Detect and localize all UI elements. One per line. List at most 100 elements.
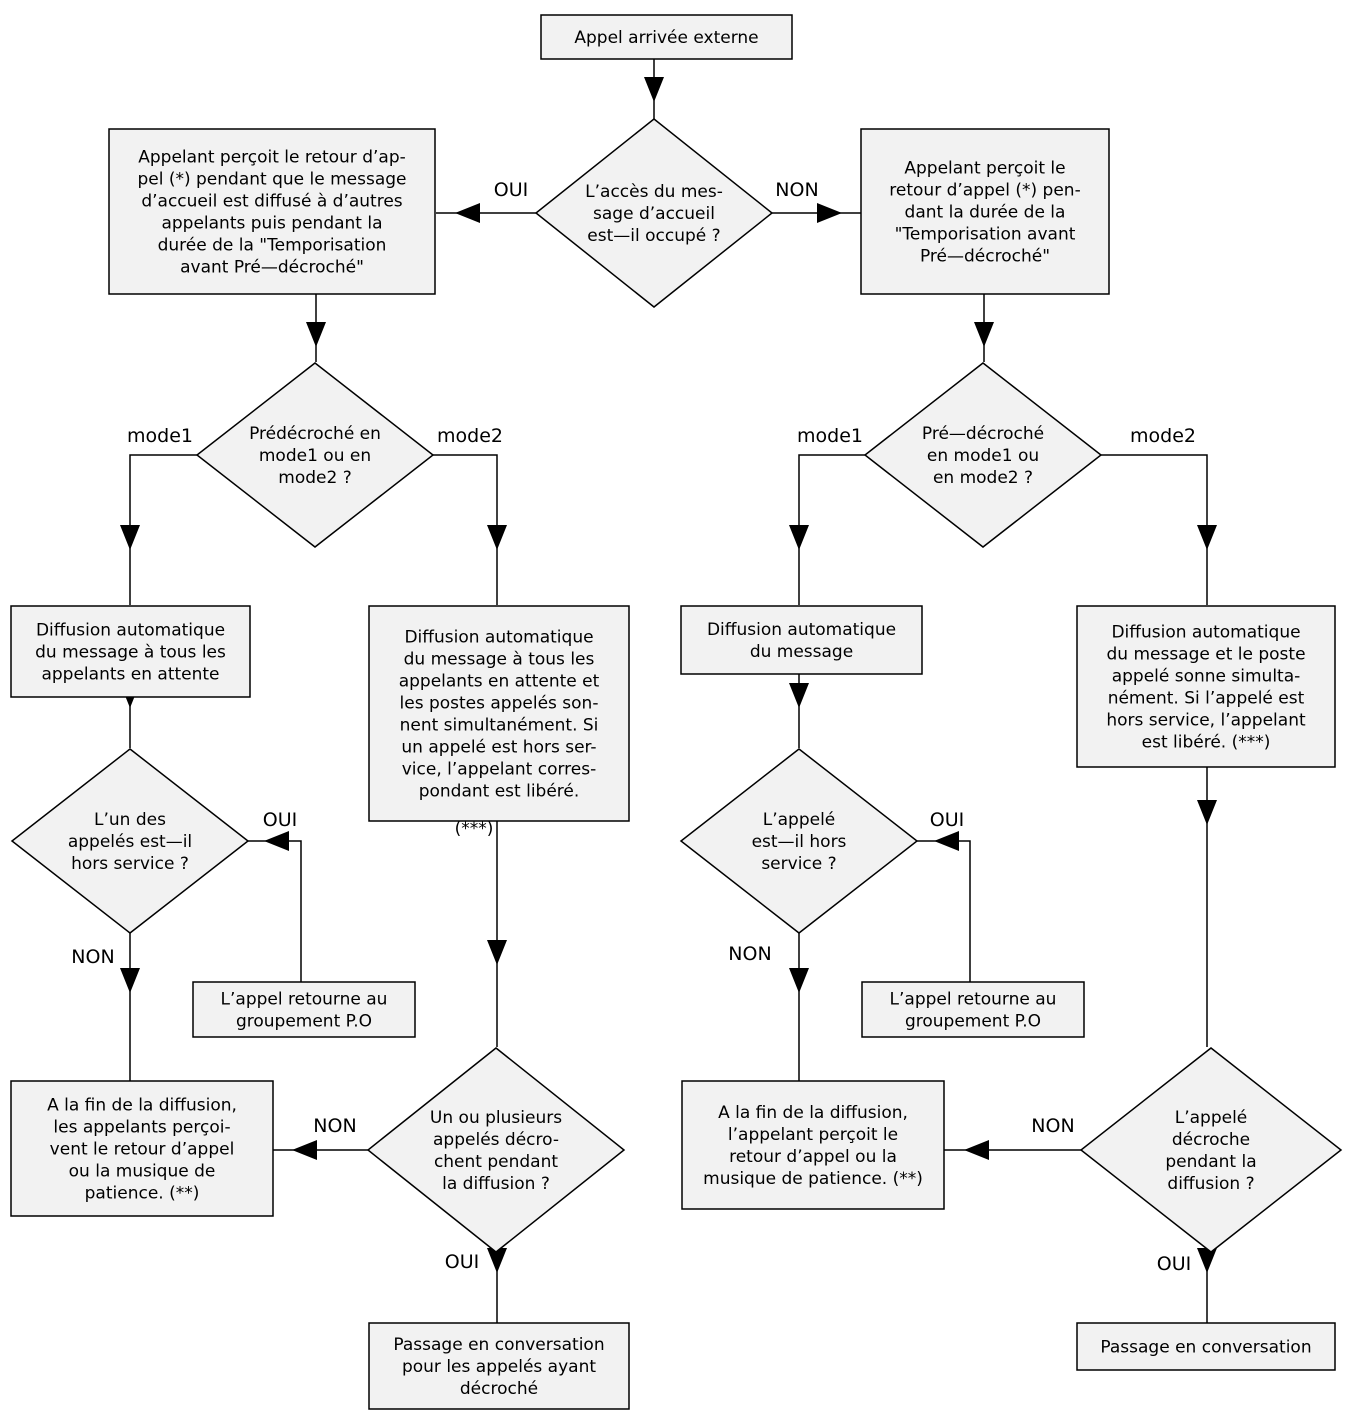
node-text-line: Diffusion automatique xyxy=(36,621,225,641)
node-text-line: vent le retour d’appel xyxy=(50,1140,235,1160)
edge-label-l-hs-no: NON xyxy=(71,946,114,968)
decision-diamond-r_mode xyxy=(863,362,1103,548)
process-box-shape xyxy=(10,1080,274,1217)
node-text-line: appelants en attente et xyxy=(399,672,600,692)
node-text-line: mode2 ? xyxy=(278,468,351,488)
node-text-line: service ? xyxy=(761,854,836,874)
node-text-line: les postes appelés son- xyxy=(400,694,599,714)
node-text-line: Pré—décroché" xyxy=(920,247,1050,267)
connector-line xyxy=(798,454,865,605)
arrow-head xyxy=(789,968,809,993)
process-box-shape xyxy=(540,14,793,60)
decision-diamond-r_pick xyxy=(1079,1047,1343,1253)
node-text-line: un appelé est hors ser- xyxy=(401,738,596,758)
edge-label-l-mode2: mode2 xyxy=(437,425,503,447)
decision-diamond-l_mode xyxy=(195,362,435,548)
node-text-line: Prédécroché en xyxy=(249,424,381,444)
node-text-line: A la fin de la diffusion, xyxy=(718,1103,908,1123)
node-text-line: pour les appelés ayant xyxy=(402,1357,596,1377)
node-text-line: "Temporisation avant xyxy=(895,225,1076,245)
node-text-line: Appelant perçoit le xyxy=(904,159,1065,179)
arrow-head xyxy=(644,77,664,102)
process-box-shape xyxy=(681,1080,945,1210)
node-text-line: en mode2 ? xyxy=(933,468,1033,488)
node-text-line: décroché xyxy=(460,1379,538,1399)
node-text-line: du message à tous les xyxy=(404,650,595,670)
process-box-r_conv xyxy=(1076,1322,1336,1371)
node-text-line: retour d’appel (*) pen- xyxy=(889,181,1080,201)
node-text-line: les appelants perçoi- xyxy=(53,1118,230,1138)
node-text-line: Appelant perçoit le retour d’ap- xyxy=(138,148,406,168)
arrow-head xyxy=(789,683,809,708)
node-text-line: d’accueil est diffusé à d’autres xyxy=(141,192,402,212)
arrow-head xyxy=(455,203,480,223)
node-text-line: appelé sonne simulta- xyxy=(1112,667,1301,687)
node-text-line: L’appelé xyxy=(763,810,836,830)
node-text-line: avant Pré—décroché" xyxy=(180,258,364,278)
node-text-line: Passage en conversation xyxy=(393,1335,604,1355)
arrow-head xyxy=(789,525,809,550)
decision-diamond-l_hs xyxy=(10,748,250,934)
node-text-line: Appel arrivée externe xyxy=(574,28,758,48)
edge-label-r-mode2: mode2 xyxy=(1130,425,1196,447)
node-text-line: mode1 ou en xyxy=(259,446,371,466)
node-text-line: Passage en conversation xyxy=(1100,1338,1311,1358)
process-box-l_m1 xyxy=(10,605,251,698)
edge-label-l-pick-no: NON xyxy=(313,1115,356,1137)
node-text-line: pondant est libéré. xyxy=(419,782,580,802)
edge-label-busy-no: NON xyxy=(775,179,818,201)
node-text-line: musique de patience. (**) xyxy=(703,1169,923,1189)
node-text-line: L’appelé xyxy=(1175,1108,1248,1128)
node-text-line: décroche xyxy=(1172,1130,1250,1150)
node-text-line: appelés est—il xyxy=(68,832,192,852)
arrow-head xyxy=(120,525,140,550)
node-text-line: du message xyxy=(750,642,853,662)
process-box-l_m2 xyxy=(368,605,630,822)
process-box-shape xyxy=(10,605,251,698)
node-text-line: hors service, l’appelant xyxy=(1106,711,1306,731)
connector-line xyxy=(917,840,971,982)
node-text-line: A la fin de la diffusion, xyxy=(47,1096,237,1116)
edge-label-r-hs-yes: OUI xyxy=(930,809,964,831)
node-text-line: dant la durée de la xyxy=(905,203,1066,223)
process-box-shape xyxy=(368,605,630,822)
process-box-shape xyxy=(1076,1322,1336,1371)
connector-line xyxy=(1101,454,1208,605)
node-text-line: du message et le poste xyxy=(1106,645,1305,665)
node-text-line: durée de la "Temporisation xyxy=(158,236,387,256)
process-box-shape xyxy=(860,128,1110,295)
edge-label-r-pick-no: NON xyxy=(1031,1115,1074,1137)
node-text-line: ou la musique de xyxy=(69,1162,216,1182)
node-text-line: Diffusion automatique xyxy=(707,620,896,640)
arrow-head xyxy=(292,1140,317,1160)
node-text-line: vice, l’appelant corres- xyxy=(402,760,596,780)
node-text-line: la diffusion ? xyxy=(442,1174,550,1194)
connector-line xyxy=(433,454,498,605)
arrow-head xyxy=(964,1140,989,1160)
arrow-head xyxy=(1197,800,1217,825)
edge-label-r-hs-no: NON xyxy=(728,943,771,965)
connector-line xyxy=(248,840,302,982)
node-text-line: patience. (**) xyxy=(85,1184,200,1204)
process-box-l_ret xyxy=(192,981,416,1038)
node-text-line: est—il hors xyxy=(752,832,847,852)
node-text-line: chent pendant xyxy=(434,1152,558,1172)
node-text-line: groupement P.O xyxy=(236,1012,372,1032)
edge-label-l-hs-yes: OUI xyxy=(263,809,297,831)
edge-label-l-pick-yes: OUI xyxy=(445,1251,479,1273)
node-text-line: L’accès du mes- xyxy=(585,182,723,202)
node-text-line: sage d’accueil xyxy=(593,204,715,224)
decision-diamond-r_hs xyxy=(679,748,919,934)
process-box-start xyxy=(540,14,793,60)
arrow-head xyxy=(817,203,842,223)
footnote-marker: (***) xyxy=(455,819,494,839)
node-text-line: hors service ? xyxy=(71,854,189,874)
decision-diamond-l_pick xyxy=(366,1047,626,1253)
node-text-line: Un ou plusieurs xyxy=(430,1108,562,1128)
edge-label-l-mode1: mode1 xyxy=(127,425,193,447)
arrow-head xyxy=(1197,1248,1217,1273)
process-box-l_wait xyxy=(108,128,436,295)
node-text-line: retour d’appel ou la xyxy=(729,1147,897,1167)
node-text-line: appelés décro- xyxy=(433,1130,559,1150)
